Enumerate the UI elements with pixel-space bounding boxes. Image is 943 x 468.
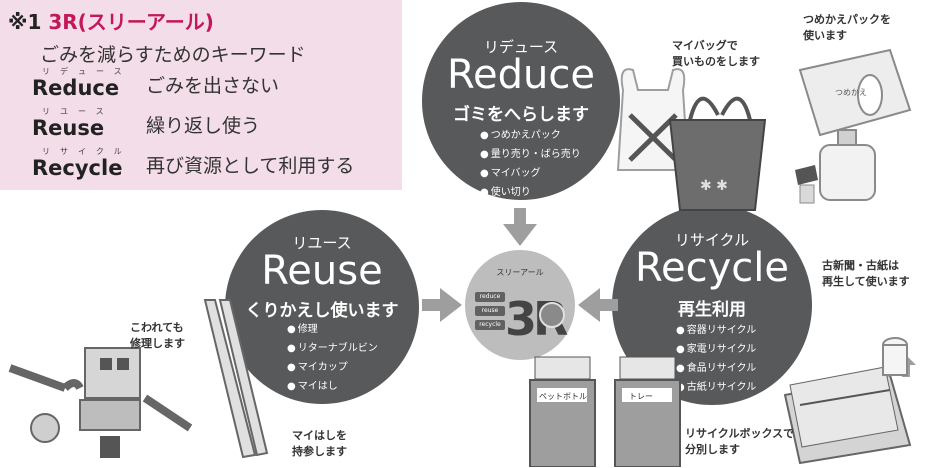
newspaper-icon	[783, 337, 912, 465]
reuse-circle: リユース Reuse くりかえし使います 修理 リターナブルビン マイカップ マ…	[225, 210, 419, 404]
reuse-list: 修理 リターナブルビン マイカップ マイはし	[287, 320, 378, 396]
3r-emblem: スリーアール reduce reuse recycle 3R	[465, 250, 575, 360]
term-desc: 繰り返し使う	[146, 115, 261, 137]
list-item: リターナブルビン	[287, 339, 378, 358]
list-item: マイはし	[287, 377, 378, 396]
chopsticks-icon	[203, 299, 269, 459]
list-item: 家電リサイクル	[676, 340, 757, 359]
reuse-japanese: くりかえし使います	[245, 301, 399, 321]
refill-pack-label: つめかえ	[835, 88, 867, 97]
title-prefix: ※1	[8, 10, 42, 34]
list-item: 食品リサイクル	[676, 359, 757, 378]
arrow-down-icon	[503, 208, 537, 246]
box-label-pet: ペットボトル	[539, 392, 587, 401]
term-word: Reduce	[32, 76, 120, 100]
reduce-list: つめかえパック 量り売り・ばら売り マイバッグ 使い切り	[480, 126, 581, 202]
reduce-english: Reduce	[447, 52, 595, 98]
reduce-circle: リデュース Reduce ゴミをへらします つめかえパック 量り売り・ばら売り …	[422, 2, 620, 200]
caption-chopsticks: マイはしを 持参します	[292, 429, 347, 458]
caption-newspaper: 古新聞・古紙は 再生して使います	[822, 259, 910, 288]
list-item: 古紙リサイクル	[676, 378, 757, 397]
recycle-box-icon: ペットボトル トレー	[529, 356, 681, 467]
reuse-kana: リユース	[292, 234, 352, 252]
list-item: マイカップ	[287, 358, 378, 377]
emblem-tag-reuse: reuse	[475, 306, 505, 316]
list-item: 容器リサイクル	[676, 321, 757, 340]
refill-pack-icon: つめかえ	[795, 48, 912, 204]
term-ruby: リデュース	[42, 67, 132, 76]
term-ruby: リサイクル	[42, 147, 132, 156]
emblem-label: スリーアール	[496, 268, 544, 277]
list-item: 修理	[287, 320, 378, 339]
box-label-tray: トレー	[629, 392, 653, 401]
caption-recyclebox: リサイクルボックスで 分別します	[685, 427, 795, 456]
caption-repair: こわれても 修理します	[130, 321, 185, 350]
caption-refill: つめかえパックを 使います	[803, 13, 891, 42]
arrow-right-icon	[422, 288, 462, 322]
list-item: 量り売り・ばら売り	[480, 145, 581, 164]
title-3r: 3R(スリーアール)	[48, 10, 214, 34]
svg-text:✱ ✱: ✱ ✱	[700, 178, 728, 194]
my-bag-icon: ✱ ✱	[668, 96, 767, 211]
term-recycle: リサイクル Recycle 再び資源として利用する	[32, 146, 354, 180]
robot-repair-icon	[8, 347, 193, 458]
term-desc: ごみを出さない	[146, 75, 280, 97]
emblem-tag-reduce: reduce	[475, 292, 505, 302]
recycle-kana: リサイクル	[674, 231, 750, 249]
term-reuse: リユース Reuse 繰り返し使う	[32, 106, 260, 140]
recycle-japanese: 再生利用	[678, 300, 746, 320]
term-reduce: リデュース Reduce ごみを出さない	[32, 66, 279, 100]
term-ruby: リユース	[42, 107, 114, 116]
recycle-english: Recycle	[635, 245, 789, 291]
definition-box: ※1 3R(スリーアール) ごみを減らすためのキーワード リデュース Reduc…	[0, 0, 402, 190]
list-item: マイバッグ	[480, 164, 581, 183]
definition-subtitle: ごみを減らすためのキーワード	[40, 44, 306, 66]
arrow-left-icon	[578, 288, 618, 322]
reduce-kana: リデュース	[483, 38, 559, 56]
term-word: Reuse	[32, 116, 105, 140]
term-word: Recycle	[32, 156, 123, 180]
reuse-english: Reuse	[261, 248, 383, 294]
list-item: 使い切り	[480, 183, 581, 202]
emblem-tag-recycle: recycle	[475, 320, 505, 330]
list-item: つめかえパック	[480, 126, 581, 145]
definition-title: ※1 3R(スリーアール)	[8, 6, 214, 35]
caption-mybag: マイバッグで 買いものをします	[672, 39, 760, 68]
recycle-list: 容器リサイクル 家電リサイクル 食品リサイクル 古紙リサイクル	[676, 321, 757, 397]
reduce-japanese: ゴミをへらします	[453, 105, 589, 125]
term-desc: 再び資源として利用する	[146, 155, 355, 177]
globe-icon	[539, 302, 565, 328]
plastic-bag-icon	[616, 68, 690, 171]
